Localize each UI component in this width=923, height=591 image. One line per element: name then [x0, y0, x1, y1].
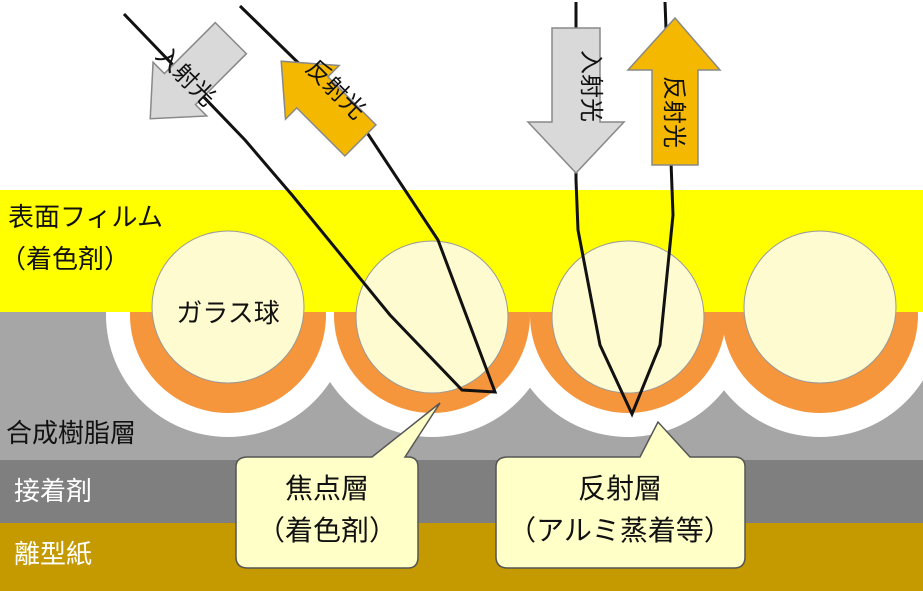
glass-bead-label: ガラス球 — [176, 299, 279, 329]
resin-layer-label: 合成樹脂層 — [6, 419, 136, 449]
reflected-arrow-right-label: 反射光 — [660, 76, 688, 148]
surface-film-label: 表面フィルム — [8, 203, 163, 233]
light-path-right — [574, 1, 675, 418]
glass-bead — [151, 230, 305, 384]
adhesive-layer-label: 接着剤 — [14, 477, 92, 507]
light-paths — [122, 1, 675, 418]
reflected-arrow-right — [626, 16, 722, 166]
surface-film-sublabel: （着色剤） — [0, 245, 130, 275]
reflective-layer-callout-title: 反射層 — [578, 472, 662, 505]
light-path-left — [122, 4, 498, 394]
incident-arrow-left — [149, 21, 248, 120]
focus-layer-callout-title: 焦点層 — [285, 472, 369, 505]
glass-bead — [743, 230, 897, 384]
focus-layer-callout-subtitle: （着色剤） — [257, 514, 397, 547]
reflective-layer-callout: 反射層 （アルミ蒸着等） — [495, 420, 746, 569]
incident-arrow-right — [526, 27, 626, 175]
adhesive-layer — [0, 460, 923, 523]
reflective-layer-callout-subtitle: （アルミ蒸着等） — [508, 514, 732, 547]
glass-beads — [151, 230, 897, 394]
reflected-arrow-left — [280, 60, 378, 158]
glass-bead — [355, 240, 509, 394]
glass-bead — [551, 240, 705, 394]
focus-layer-callout: 焦点層 （着色剤） — [235, 402, 441, 569]
release-paper-label: 離型紙 — [14, 540, 92, 570]
incident-arrow-right-label: 入射光 — [577, 50, 605, 122]
release-paper-layer — [0, 523, 923, 591]
